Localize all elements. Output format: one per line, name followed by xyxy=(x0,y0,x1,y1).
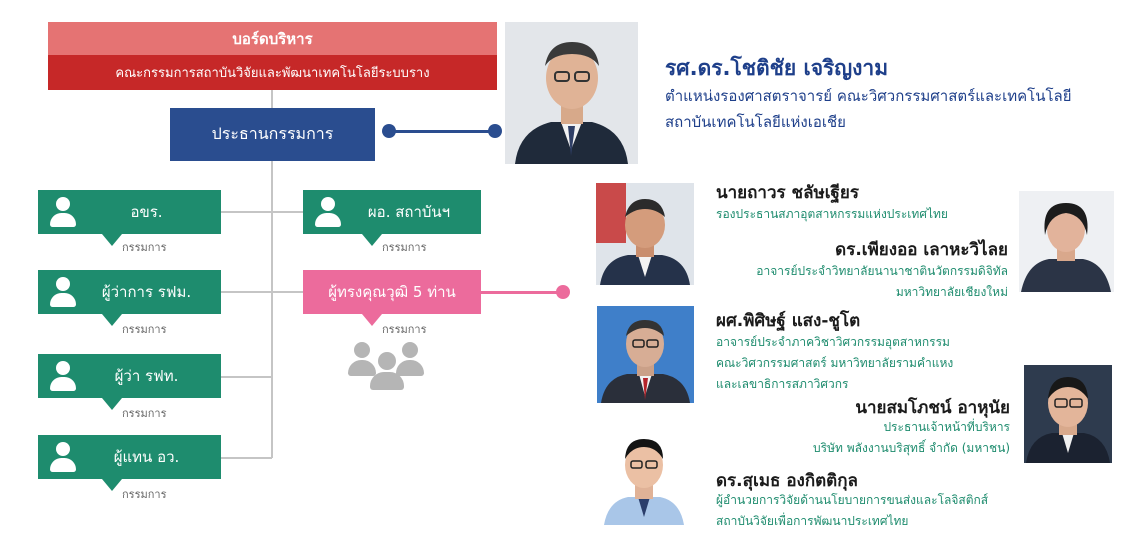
group-icon xyxy=(348,340,426,390)
callout-tail xyxy=(362,234,382,246)
member-role: กรรมการ xyxy=(122,407,167,420)
member-label: ผอ. สถาบันฯ xyxy=(367,203,451,221)
member-label: ผู้ว่า รฟท. xyxy=(114,367,179,385)
tree-branch xyxy=(221,291,303,293)
board-title: บอร์ดบริหาร xyxy=(48,22,497,55)
chairman-box: ประธานกรรมการ xyxy=(170,108,375,161)
callout-tail xyxy=(102,234,122,246)
expert-position: อาจารย์ประจำวิทยาลัยนานาชาตินวัตกรรมดิจิ… xyxy=(756,261,1008,303)
callout-tail xyxy=(102,314,122,326)
experts-box: ผู้ทรงคุณวุฒิ 5 ท่าน xyxy=(303,270,481,314)
expert-name: นายสมโภชน์ อาหุนัย xyxy=(855,398,1010,418)
member-box: ผู้ว่า รฟท. xyxy=(38,354,221,398)
expert-name: ดร.สุเมธ องกิตติกุล xyxy=(716,471,858,491)
expert-photo xyxy=(1024,365,1112,463)
expert-position: ผู้อำนวยการวิจัยด้านนโยบายการขนส่งและโลจ… xyxy=(716,490,988,532)
member-role: กรรมการ xyxy=(382,241,427,254)
tree-branch xyxy=(221,376,272,378)
expert-photo xyxy=(596,183,694,285)
member-box: ผอ. สถาบันฯ xyxy=(303,190,481,234)
expert-photo xyxy=(602,427,686,525)
member-box: อขร. xyxy=(38,190,221,234)
person-icon xyxy=(313,195,343,229)
chairman-position: ตำแหน่งรองศาสตราจารย์ คณะวิศวกรรมศาสตร์แ… xyxy=(665,83,1072,135)
expert-name: ดร.เพียงออ เลาหะวิไลย xyxy=(835,240,1008,260)
chairman-position-line: สถาบันเทคโนโลยีแห่งเอเชีย xyxy=(665,113,846,131)
expert-position: ประธานเจ้าหน้าที่บริหาร บริษัท พลังงานบร… xyxy=(813,417,1010,459)
expert-position-line: มหาวิทยาลัยเชียงใหม่ xyxy=(895,285,1008,299)
expert-position-line: อาจารย์ประจำภาควิชาวิศวกรรมอุตสาหกรรม xyxy=(716,335,950,349)
expert-position-line: รองประธานสภาอุตสาหกรรมแห่งประเทศไทย xyxy=(716,207,948,221)
connector-dot xyxy=(488,124,502,138)
chairman-photo xyxy=(505,22,638,164)
person-icon xyxy=(48,440,78,474)
person-icon xyxy=(48,195,78,229)
board-subtitle: คณะกรรมการสถาบันวิจัยและพัฒนาเทคโนโลยีระ… xyxy=(48,55,497,90)
expert-photo xyxy=(597,306,694,403)
expert-photo xyxy=(1019,191,1114,292)
connector-line xyxy=(481,291,561,294)
expert-position-line: อาจารย์ประจำวิทยาลัยนานาชาตินวัตกรรมดิจิ… xyxy=(756,264,1008,278)
member-role: กรรมการ xyxy=(382,323,427,336)
expert-position-line: และเลขาธิการสภาวิศวกร xyxy=(716,377,849,391)
connector-line xyxy=(271,90,273,108)
expert-position-line: ประธานเจ้าหน้าที่บริหาร xyxy=(883,420,1010,434)
person-icon xyxy=(48,359,78,393)
member-label: อขร. xyxy=(130,203,163,221)
connector-dot xyxy=(556,285,570,299)
callout-tail xyxy=(362,314,382,326)
tree-branch xyxy=(221,457,272,459)
member-role: กรรมการ xyxy=(122,241,167,254)
member-label: ผู้แทน อว. xyxy=(113,448,180,466)
callout-tail xyxy=(102,479,122,491)
member-box: ผู้แทน อว. xyxy=(38,435,221,479)
expert-position-line: บริษัท พลังงานบริสุทธิ์ จำกัด (มหาชน) xyxy=(813,441,1010,455)
expert-position: รองประธานสภาอุตสาหกรรมแห่งประเทศไทย xyxy=(716,204,948,225)
person-icon xyxy=(48,275,78,309)
chairman-name: รศ.ดร.โชติชัย เจริญงาม xyxy=(665,56,889,80)
tree-trunk xyxy=(271,161,273,458)
tree-branch xyxy=(221,211,303,213)
expert-position: อาจารย์ประจำภาควิชาวิศวกรรมอุตสาหกรรม คณ… xyxy=(716,332,953,395)
connector-dot xyxy=(382,124,396,138)
member-role: กรรมการ xyxy=(122,488,167,501)
callout-tail xyxy=(102,398,122,410)
expert-name: นายถาวร ชลัษเฐียร xyxy=(716,183,860,203)
chairman-position-line: ตำแหน่งรองศาสตราจารย์ คณะวิศวกรรมศาสตร์แ… xyxy=(665,87,1072,105)
expert-name: ผศ.พิศิษฐ์ แสง-ชูโต xyxy=(716,311,861,331)
member-role: กรรมการ xyxy=(122,323,167,336)
expert-position-line: คณะวิศวกรรมศาสตร์ มหาวิทยาลัยรามคำแหง xyxy=(716,356,954,370)
member-label: ผู้ว่าการ รฟม. xyxy=(101,283,192,301)
expert-position-line: สถาบันวิจัยเพื่อการพัฒนาประเทศไทย xyxy=(716,514,909,528)
expert-position-line: ผู้อำนวยการวิจัยด้านนโยบายการขนส่งและโลจ… xyxy=(716,493,989,507)
connector-line xyxy=(390,130,492,133)
member-box: ผู้ว่าการ รฟม. xyxy=(38,270,221,314)
